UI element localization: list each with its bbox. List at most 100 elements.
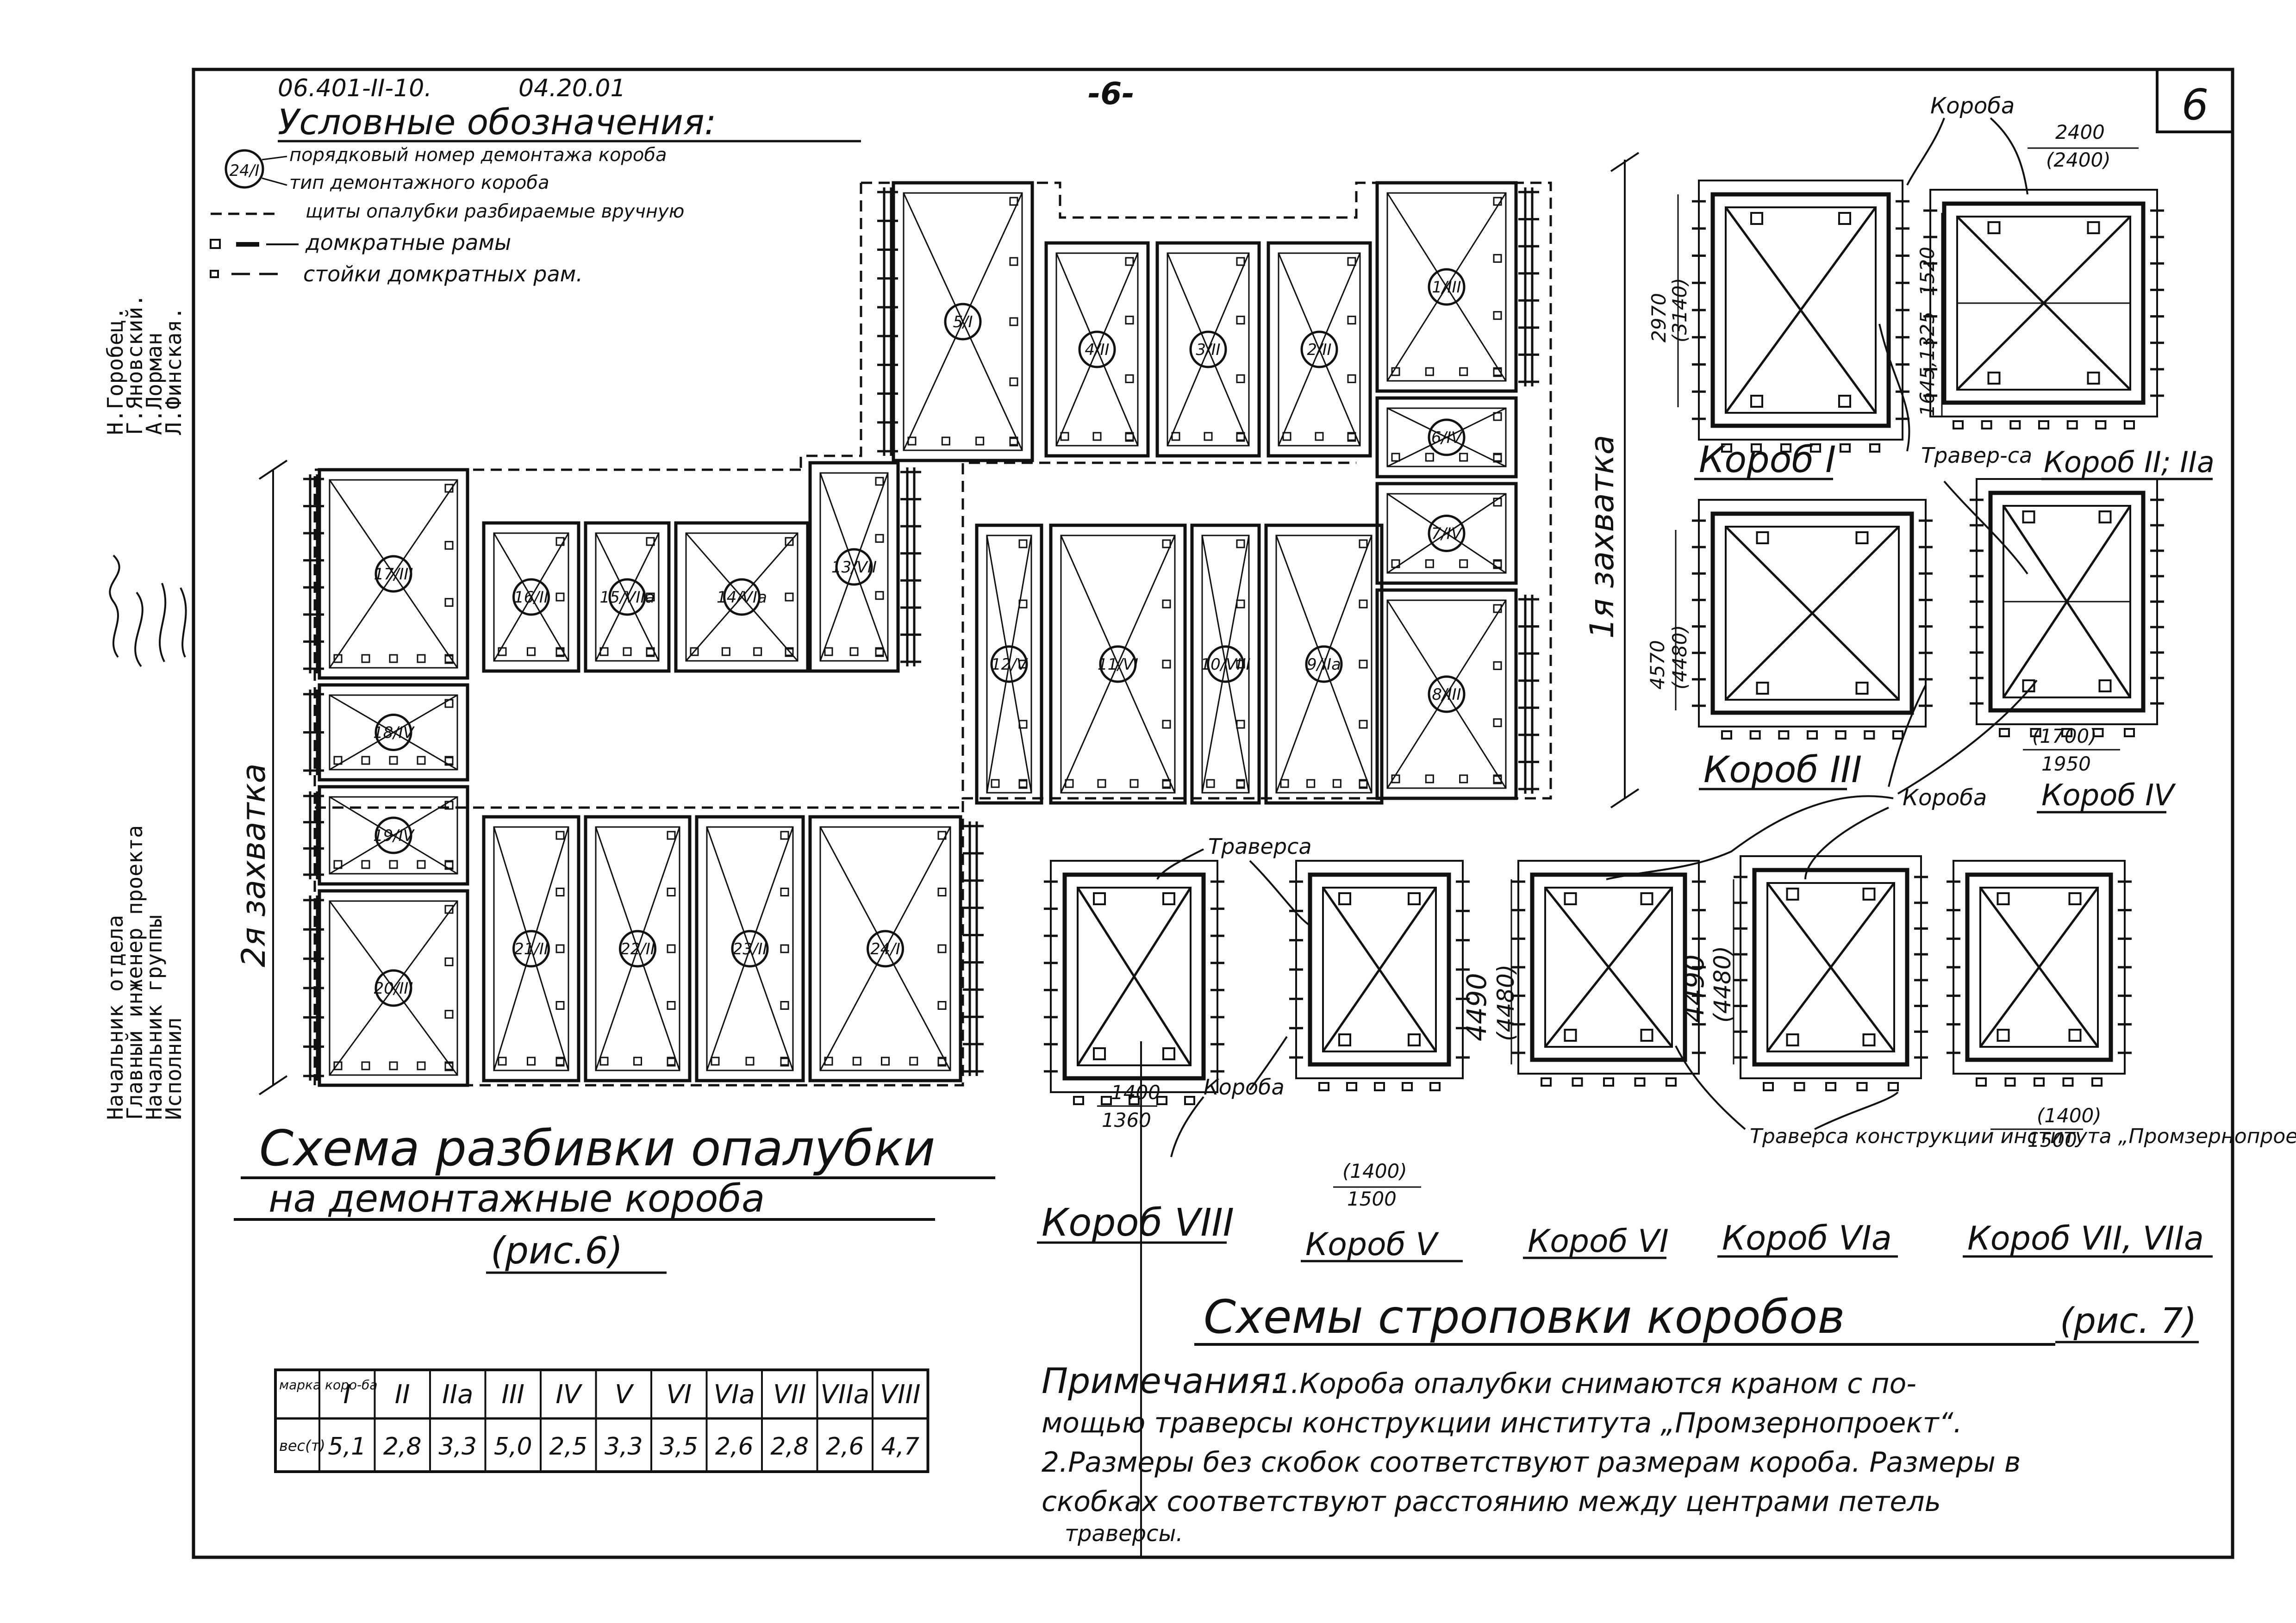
legend-item-5: стойки домкратных рам. xyxy=(303,261,583,286)
svg-text:1я захватка: 1я захватка xyxy=(1583,435,1621,639)
formwork-box: 1/III xyxy=(1375,181,1539,393)
box-number-circle xyxy=(1189,330,1227,368)
dim-1645-1325: 1645,1325 xyxy=(1916,311,1939,417)
box-number-label: 6/IV xyxy=(1431,429,1463,447)
box-number-circle xyxy=(1207,645,1244,683)
table-mark-cell: II xyxy=(395,1380,410,1410)
label-korob-2: Короб II; IIa xyxy=(2044,445,2215,479)
note2-line1: 2.Размеры без скобок соответствуют разме… xyxy=(1042,1446,2021,1479)
table-weight-cell: 2,6 xyxy=(826,1433,864,1461)
scheme6-caption: (рис.6) xyxy=(491,1229,623,1272)
formwork-box: 23/II xyxy=(695,815,805,1082)
box-number-circle xyxy=(990,645,1028,683)
label-korob-7: Короб VII, VIIa xyxy=(1967,1219,2204,1257)
box-number-label: 24/I xyxy=(870,940,900,958)
doc-code: 06.401-II-10. xyxy=(278,75,432,102)
formwork-box: 8/III xyxy=(1375,588,1539,800)
formwork-box: 2/II xyxy=(1267,241,1372,458)
doc-date: 04.20.01 xyxy=(518,75,626,102)
dim-1950: 1950 xyxy=(2041,752,2091,775)
callout-traversa-2: Траверса xyxy=(1208,834,1312,859)
dim-4570: 4570 xyxy=(1646,640,1669,690)
dimensions: 2400 (2400) 2970 (3140) 1520 1645,1325 4… xyxy=(1097,121,2139,1210)
box-number-circle xyxy=(867,930,904,968)
role-2: Главный инженер проекта xyxy=(122,825,147,1120)
rigging-box-drawing xyxy=(1734,855,1928,1091)
dim-4480-c: (4480) xyxy=(1709,946,1736,1023)
zone-1-label: 1я захватка xyxy=(1583,435,1621,639)
note2-line3: траверсы. xyxy=(1065,1521,1183,1547)
formwork-box: 9/IIa xyxy=(1264,523,1384,805)
box-number-circle xyxy=(512,930,550,968)
label-korob-3: Короб III xyxy=(1703,749,1862,791)
box-number-circle xyxy=(944,303,982,341)
formwork-box: 15/VIIa xyxy=(584,521,671,673)
callout-korob-bottom: Короба xyxy=(1204,1075,1285,1100)
name-2: Г.Яновский. xyxy=(122,294,147,435)
dim-4490-b: 4490 xyxy=(1678,954,1710,1023)
table-weight-cell: 2,8 xyxy=(770,1433,809,1461)
box-number-circle xyxy=(1078,330,1116,368)
callout-korob-top: Короба xyxy=(1930,93,2015,119)
weights-table: марка коро-бавес(т)I5,1II2,8IIa3,3III5,0… xyxy=(274,1368,930,1473)
rigging-box-drawing xyxy=(1692,499,1933,740)
note1-line1: 1.Короба опалубки снимаются краном с по- xyxy=(1273,1368,1916,1400)
box-number-label: 9/IIa xyxy=(1307,655,1341,674)
legend-item-1: порядковый номер демонтажа короба xyxy=(289,144,667,166)
table-mark-cell: V xyxy=(615,1380,634,1410)
box-number-circle xyxy=(1428,418,1466,456)
table-header-label: марка коро-ба xyxy=(279,1377,378,1393)
signature-block: Начальник отдела Главный инженер проекта… xyxy=(103,294,187,1120)
label-korob-8: Короб VIII xyxy=(1042,1201,1234,1245)
table-weight-cell: 2,6 xyxy=(715,1433,754,1461)
table-weight-cell: 4,7 xyxy=(881,1433,919,1461)
rigging-box-drawing xyxy=(1511,860,1706,1087)
dim-1700: (1700) xyxy=(2032,725,2097,747)
table-weight-cell: 5,0 xyxy=(494,1433,532,1461)
legend-symbol-example: 24/I xyxy=(230,162,260,180)
box-number-circle xyxy=(1428,268,1466,306)
box-number-label: 16/II xyxy=(514,588,549,607)
box-number-circle xyxy=(374,816,412,854)
formwork-box: 14/VIa xyxy=(674,521,810,673)
formwork-box: 20/III xyxy=(303,889,469,1087)
table-mark-cell: I xyxy=(343,1380,351,1410)
box-number-circle xyxy=(512,578,550,616)
dim-4480-b: (4480) xyxy=(1492,964,1519,1041)
rigging-box-drawing xyxy=(1947,860,2132,1087)
formwork-box: 16/II xyxy=(482,521,580,673)
box-number-label: 11/VI xyxy=(1098,655,1138,674)
box-number-circle xyxy=(619,930,656,968)
table-weight-cell: 5,1 xyxy=(328,1433,366,1461)
table-weight-cell: 3,3 xyxy=(438,1433,477,1461)
box-number-circle xyxy=(1305,645,1343,683)
table-weight-cell: 3,5 xyxy=(660,1433,698,1461)
box-number-label: 4/II xyxy=(1085,341,1109,359)
name-3: А.Лорман xyxy=(142,332,167,435)
legend-jack-frame-icon xyxy=(210,239,221,249)
formwork-box: 12/V xyxy=(975,523,1043,805)
table-mark-cell: VII xyxy=(773,1380,806,1410)
rigging-box-drawing xyxy=(1970,478,2164,737)
box-number-circle xyxy=(1099,645,1137,683)
box-number-label: 12/V xyxy=(991,655,1029,674)
notes-heading: Примечания: xyxy=(1042,1360,1283,1401)
callout-traversa-institute: Траверса конструкции института „Промзерн… xyxy=(1750,1125,2296,1148)
scheme7-title: Схемы строповки коробов xyxy=(1204,1290,1845,1344)
legend: Условные обозначения: 24/I порядковый но… xyxy=(210,101,861,286)
formwork-box: 19/IV xyxy=(303,785,469,886)
label-korob-4: Короб IV xyxy=(2041,778,2176,813)
dim-1500-a: 1500 xyxy=(1347,1188,1397,1210)
dim-1520: 1520 xyxy=(1916,247,1939,296)
table-weight-cell: 2,5 xyxy=(549,1433,587,1461)
dim-4480-a: (4480) xyxy=(1668,625,1691,690)
box-number-label: 1/III xyxy=(1432,278,1461,297)
label-korob-5: Короб V xyxy=(1305,1226,1439,1263)
formwork-box: 11/VI xyxy=(1049,523,1187,805)
box-number-label: 3/II xyxy=(1196,341,1220,359)
table-mark-cell: VIa xyxy=(714,1380,755,1410)
legend-jack-post-icon xyxy=(210,270,219,278)
box-number-label: 17/III xyxy=(374,565,413,584)
box-number-label: 18/IV xyxy=(373,724,415,742)
